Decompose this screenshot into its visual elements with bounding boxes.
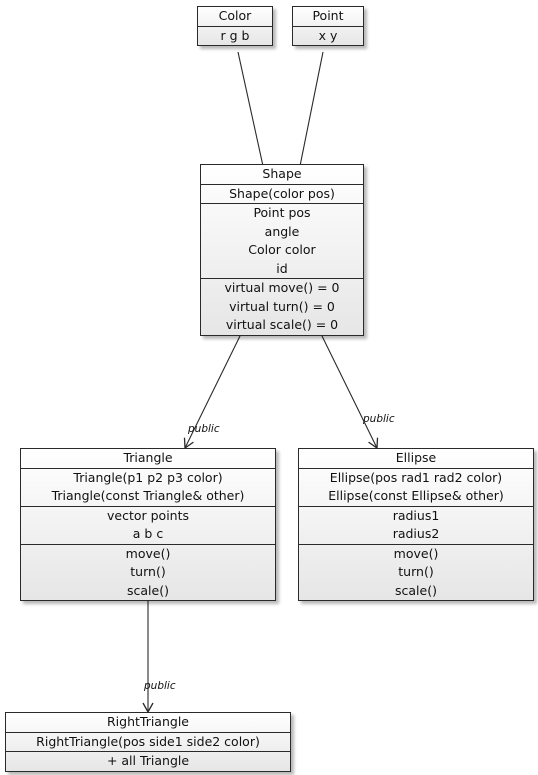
shape-method: virtual scale() = 0: [225, 317, 339, 332]
triangle-attribute: vector points: [106, 507, 189, 523]
shape-to-triangle-arrow: [183, 335, 241, 450]
class-triangle[interactable]: Triangle Triangle(p1 p2 p3 color) Triang…: [20, 448, 276, 601]
class-triangle-name: Triangle: [123, 450, 173, 465]
shape-attribute: angle: [264, 223, 300, 239]
shape-triangle-relation-label: public: [188, 423, 220, 435]
class-color-attribute: r g b: [220, 27, 250, 43]
class-right-triangle-name: RightTriangle: [106, 714, 189, 729]
triangle-constructor: Triangle(p1 p2 p3 color): [73, 469, 223, 485]
class-shape-name: Shape: [262, 166, 302, 181]
class-point-attribute: x y: [318, 27, 338, 43]
shape-method: virtual move() = 0: [224, 280, 340, 295]
shape-attribute: Color color: [248, 242, 316, 257]
class-color[interactable]: Color r g b: [197, 6, 273, 46]
class-point-name: Point: [312, 8, 344, 23]
right-triangle-method: + all Triangle: [106, 753, 190, 768]
ellipse-method: scale(): [395, 582, 437, 598]
shape-method: virtual turn() = 0: [229, 298, 335, 314]
shape-attribute: id: [276, 260, 288, 276]
class-shape[interactable]: Shape Shape(color pos) Point pos angle C…: [200, 164, 364, 336]
triangle-method: turn(): [130, 564, 166, 579]
class-right-triangle[interactable]: RightTriangle RightTriangle(pos side1 si…: [5, 712, 291, 772]
triangle-constructor: Triangle(const Triangle& other): [51, 488, 245, 503]
color-to-shape-line: [237, 51, 264, 167]
ellipse-attribute: radius2: [392, 526, 440, 541]
triangle-righttriangle-relation-label: public: [144, 680, 176, 692]
ellipse-constructor: Ellipse(pos rad1 rad2 color): [329, 469, 503, 485]
ellipse-method: turn(): [398, 564, 434, 579]
point-to-shape-line: [299, 51, 324, 167]
ellipse-method: move(): [393, 545, 439, 561]
shape-to-ellipse-arrow: [321, 335, 379, 450]
ellipse-constructor: Ellipse(const Ellipse& other): [328, 488, 504, 503]
shape-ellipse-relation-label: public: [363, 413, 395, 425]
right-triangle-constructor: RightTriangle(pos side1 side2 color): [36, 733, 260, 749]
class-ellipse-name: Ellipse: [395, 450, 437, 465]
triangle-method: move(): [125, 545, 171, 561]
class-point[interactable]: Point x y: [292, 6, 364, 46]
shape-attribute: Point pos: [253, 205, 311, 220]
triangle-attribute: a b c: [132, 526, 164, 541]
class-color-name: Color: [218, 8, 252, 23]
ellipse-attribute: radius1: [392, 507, 440, 523]
triangle-method: scale(): [127, 582, 169, 598]
class-ellipse[interactable]: Ellipse Ellipse(pos rad1 rad2 color) Ell…: [298, 448, 534, 601]
shape-constructor: Shape(color pos): [229, 185, 335, 201]
